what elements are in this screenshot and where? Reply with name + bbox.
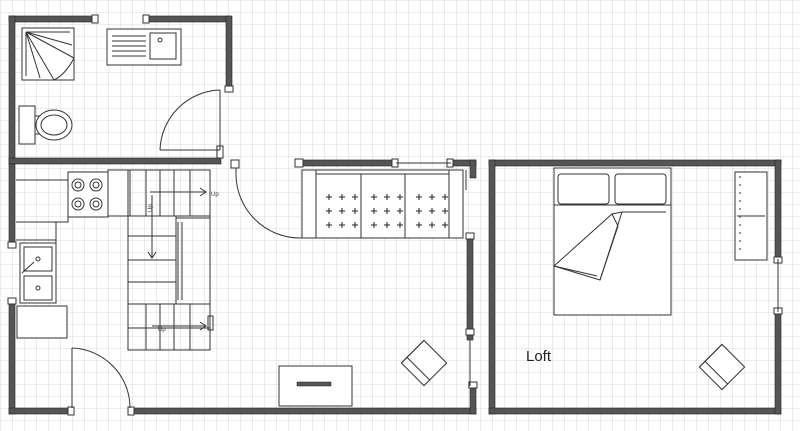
wall-loft-right-lower — [774, 311, 782, 415]
staircase — [127, 169, 214, 351]
shower-tray — [21, 27, 75, 81]
stair-label-up-top: Up — [211, 192, 219, 198]
armchair-loft — [698, 343, 746, 391]
double-sink — [19, 242, 57, 304]
stair-label-up-side: Up — [148, 204, 154, 212]
fridge — [107, 169, 131, 217]
walls — [8, 15, 782, 415]
stove — [67, 171, 109, 218]
wall-caps — [7, 14, 783, 416]
toilet — [18, 105, 73, 145]
room-label-loft: Loft — [526, 348, 552, 365]
wall-bath-top-left — [8, 15, 97, 23]
cabinet — [16, 305, 68, 339]
armchair-main — [400, 339, 448, 387]
wall-bath-left — [8, 15, 16, 165]
kitchen-sink-bath — [106, 28, 182, 66]
wall-main-right-top — [469, 159, 477, 179]
entrance-door — [71, 347, 131, 409]
wall-main-top — [299, 159, 397, 167]
wall-bath-right — [225, 15, 233, 91]
wall-loft-right-upper — [774, 159, 782, 260]
wall-main-right-window — [466, 235, 474, 341]
tv-unit — [278, 365, 353, 407]
wall-main-left-upper — [8, 163, 16, 246]
wall-main-bottom-left — [8, 407, 71, 415]
wall-main-right-bottom — [469, 385, 477, 415]
bathroom-door — [159, 89, 221, 151]
wall-main-bottom-right — [130, 407, 477, 415]
wall-bath-bottom — [8, 157, 222, 165]
sofa — [301, 169, 467, 239]
wall-bath-top-right — [145, 15, 231, 23]
wall-main-left-lower — [8, 299, 16, 415]
wall-loft-bottom — [488, 407, 782, 415]
stair-label-up-bottom: Up — [158, 327, 166, 333]
double-bed — [553, 167, 672, 316]
wall-loft-top — [488, 159, 782, 167]
loft-shelf — [734, 171, 768, 261]
wall-loft-left — [488, 159, 496, 415]
